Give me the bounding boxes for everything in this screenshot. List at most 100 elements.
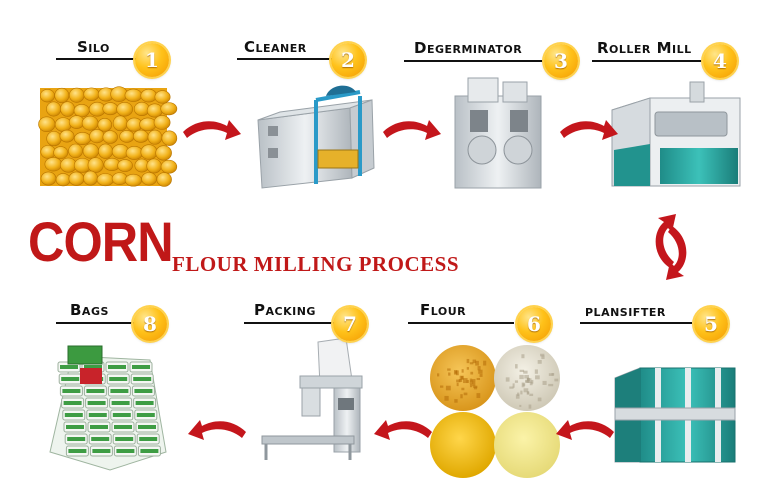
bag-stripe (133, 377, 152, 381)
grain-speck (437, 373, 440, 377)
corn-kernel (53, 146, 69, 160)
grain-speck (548, 373, 554, 376)
corn-kernel (60, 101, 75, 117)
corn-kernel (116, 101, 133, 117)
grain-speck (520, 390, 523, 395)
step-badge-6: 6 (517, 307, 551, 341)
grain-speck (509, 386, 514, 389)
grain-speck (473, 386, 478, 390)
corn-kernel (46, 101, 62, 117)
bag-stripe (135, 401, 154, 405)
corn-kernel (54, 87, 70, 104)
grain-speck (463, 378, 468, 384)
grain-speck (477, 366, 481, 371)
bag-stripe (116, 449, 135, 453)
title-corn: CORN (28, 210, 174, 273)
step-label-silo: Silo (77, 38, 110, 56)
bag-stripe (132, 365, 150, 369)
corn-kernel (73, 103, 90, 118)
grain-speck (469, 383, 473, 388)
arrow-silo-to-cleaner (183, 120, 241, 140)
bag-stripe (92, 449, 111, 453)
corn-kernel (124, 88, 143, 102)
bag-stripe (86, 389, 105, 393)
corn-kernel (83, 170, 98, 186)
corn-kernel (160, 102, 178, 116)
step-underline-plansifter (580, 322, 692, 324)
grain-speck (472, 381, 476, 387)
grain-speck (519, 374, 524, 380)
grain-speck (551, 373, 555, 376)
grain-speck (461, 387, 465, 391)
bag-stripe (111, 401, 130, 405)
corn-kernel (97, 118, 113, 132)
grain-speck (473, 385, 478, 388)
bag-stripe (136, 413, 155, 417)
grain-speck (554, 378, 559, 382)
bag-stripe (68, 449, 87, 453)
grain-speck (453, 369, 458, 375)
packing-machine-image (261, 337, 363, 460)
corn-kernel (68, 143, 83, 159)
step-label-bags: Bags (70, 301, 109, 319)
bag-stripe (91, 437, 110, 441)
bags-pile-image (49, 345, 167, 471)
corn-kernel (40, 145, 56, 159)
arrow-flour-to-packing (374, 420, 432, 440)
grain-speck (527, 377, 530, 381)
corn-kernel (55, 173, 71, 187)
title-subtitle: FLOUR MILLING PROCESS (172, 252, 460, 276)
corn-kernel (119, 130, 135, 143)
grain-speck (515, 364, 518, 369)
corn-kernel (68, 171, 85, 186)
corn-kernel (132, 129, 149, 143)
bag-stripe (109, 377, 128, 381)
grain-speck (523, 370, 528, 374)
corn-kernel (153, 115, 171, 130)
grain-speck (525, 380, 530, 384)
bag-stripe (64, 413, 83, 417)
bag-stripe (61, 377, 80, 381)
step-label-roller-mill: Roller Mill (597, 39, 692, 57)
step-label-cleaner: Cleaner (244, 38, 307, 56)
step-underline-silo (56, 58, 140, 60)
grain-speck (466, 367, 470, 370)
bag-stripe (66, 425, 84, 429)
grain-speck (461, 369, 464, 373)
grain-speck (466, 358, 470, 364)
bag-stripe (114, 425, 132, 429)
grain-speck (466, 379, 469, 383)
grain-speck (540, 353, 545, 357)
step-badge-1: 1 (135, 43, 169, 77)
step-badge-5: 5 (694, 307, 728, 341)
corn-kernel (111, 172, 128, 186)
grain-speck (448, 372, 451, 376)
grain-speck (535, 375, 540, 380)
grain-speck (523, 388, 529, 393)
corn-kernel (59, 129, 75, 143)
grain-speck (524, 374, 529, 379)
grain-speck (447, 368, 451, 371)
grain-speck (528, 404, 532, 409)
grain-speck (522, 383, 526, 386)
corn-kernel (40, 171, 57, 186)
grain-speck (469, 362, 474, 365)
corn-kernel (156, 172, 172, 187)
step-label-degerminator: Degerminator (414, 39, 523, 57)
bag-stripe (63, 401, 82, 405)
bag-stripe (88, 413, 107, 417)
cleaner-machine-image (257, 85, 375, 189)
grain-speck (459, 375, 464, 380)
corn-kernel (83, 87, 100, 101)
bag-stripe (115, 437, 134, 441)
corn-kernel (54, 117, 72, 132)
corn-kernels-image (38, 86, 178, 187)
grain-speck (471, 379, 476, 382)
bag-stripe (90, 425, 108, 429)
step-underline-degerminator (404, 60, 544, 62)
corn-kernel (140, 88, 158, 103)
corn-kernel (46, 131, 62, 147)
grain-speck (517, 392, 520, 396)
